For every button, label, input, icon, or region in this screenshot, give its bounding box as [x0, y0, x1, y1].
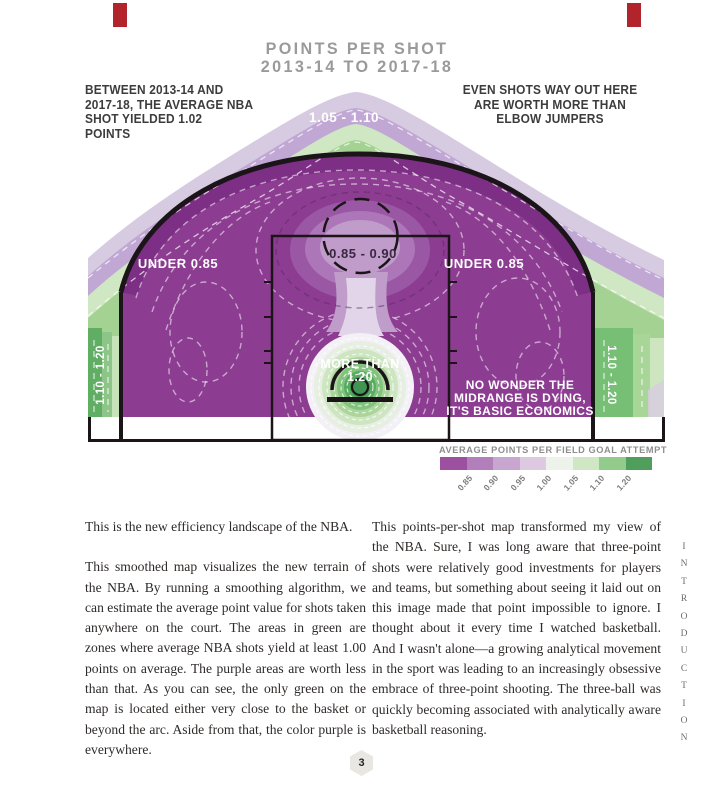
legend-tick-label: 0.95: [507, 473, 527, 493]
chapter-letter: O: [680, 715, 688, 726]
legend-color-ramp: [440, 457, 652, 470]
legend-tick-label: 1.10: [587, 473, 607, 493]
legend-tick-label: 1.05: [560, 473, 580, 493]
red-tab-right: [627, 3, 641, 27]
zone-label-under-right: UNDER 0.85: [444, 256, 524, 271]
legend-swatch: [466, 457, 493, 470]
annotation-left-line: SHOT YIELDED 1.02: [85, 112, 203, 126]
legend-swatch: [572, 457, 599, 470]
free-throw-circle: [322, 197, 399, 275]
legend-swatch: [519, 457, 546, 470]
chart-title-line2: 2013-14 TO 2017-18: [260, 57, 454, 76]
legend-swatch: [493, 457, 520, 470]
legend-tick-label: 0.90: [481, 473, 501, 493]
zone-label-rim-2: 1.20: [347, 370, 373, 384]
annotation-right: EVEN SHOTS WAY OUT HERE ARE WORTH MORE T…: [463, 83, 638, 127]
chapter-letter: O: [680, 611, 688, 622]
annotation-left-line: 2017-18, THE AVERAGE NBA: [85, 97, 254, 112]
chapter-letter: C: [680, 663, 688, 674]
corner-three-left-strip: [88, 328, 121, 417]
map-quote-line1: NO WONDER THE: [466, 378, 575, 392]
zone-label-rim-1: MORE THAN: [320, 357, 399, 371]
basket-rim: [350, 377, 370, 397]
points-per-shot-heatmap: 1.05 - 1.10 UNDER 0.85 UNDER 0.85 0.85 -…: [88, 92, 665, 445]
paragraph: This points-per-shot map transformed my …: [372, 519, 661, 737]
annotation-left-line: POINTS: [85, 126, 131, 141]
chapter-letter: I: [682, 698, 686, 709]
annotation-left: BETWEEN 2013-14 AND 2017-18, THE AVERAGE…: [85, 83, 261, 141]
chapter-letter: T: [681, 576, 687, 587]
corner-three-right-strip: [593, 328, 664, 417]
chart-title-line1: POINTS PER SHOT: [265, 39, 449, 58]
chapter-letter: T: [681, 681, 687, 692]
legend-swatch: [440, 457, 467, 470]
legend-tick-label: 1.00: [534, 473, 554, 493]
court-lines: [88, 151, 665, 442]
legend-title: AVERAGE POINTS PER FIELD GOAL ATTEMPT: [439, 445, 668, 456]
chapter-letter: N: [680, 559, 688, 570]
legend-tick-label: 0.85: [454, 473, 474, 493]
chapter-letter: N: [680, 733, 688, 744]
legend-swatch: [546, 457, 573, 470]
chart-title: POINTS PER SHOT 2013-14 TO 2017-18: [205, 40, 509, 76]
annotation-right-line: ELBOW JUMPERS: [496, 112, 604, 126]
body-column-left: This is the new efficiency landscape of …: [85, 517, 366, 780]
map-quote-line3: IT'S BASIC ECONOMICS: [446, 404, 594, 418]
zone-label-corner-left: 1.10 - 1.20: [95, 345, 107, 404]
chapter-letter: R: [680, 594, 688, 605]
zone-label-under-left: UNDER 0.85: [138, 256, 218, 271]
paragraph: This smoothed map visualizes the new ter…: [85, 559, 366, 757]
paragraph: This is the new efficiency landscape of …: [85, 519, 353, 534]
page-number: 3: [358, 757, 365, 769]
zone-label-corner-right: 1.10 - 1.20: [605, 345, 617, 404]
legend-swatch: [625, 457, 652, 470]
chapter-letter: I: [682, 542, 686, 552]
backboard: [327, 397, 393, 402]
zone-label-high-band: 1.05 - 1.10: [309, 110, 379, 125]
rim-bullseye: [306, 333, 414, 441]
red-tab-left: [113, 3, 127, 27]
annotation-left-line: BETWEEN 2013-14 AND: [85, 83, 224, 97]
annotation-right-line: ARE WORTH MORE THAN: [473, 97, 627, 112]
body-column-right: This points-per-shot map transformed my …: [372, 517, 661, 760]
band-contour-lines: [88, 109, 665, 412]
zone-label-paint: 0.85 - 0.90: [329, 246, 397, 261]
restricted-area-arc: [330, 360, 390, 391]
map-quote-line2: MIDRANGE IS DYING,: [454, 391, 586, 405]
page-number-hexagon: 3: [350, 750, 373, 776]
legend-tick-label: 1.20: [613, 473, 633, 493]
three-point-arc: [118, 151, 596, 293]
chapter-letter: D: [680, 628, 688, 639]
legend-swatch: [599, 457, 626, 470]
chapter-letter: U: [680, 646, 688, 657]
annotation-right-line: EVEN SHOTS WAY OUT HERE: [462, 83, 638, 97]
